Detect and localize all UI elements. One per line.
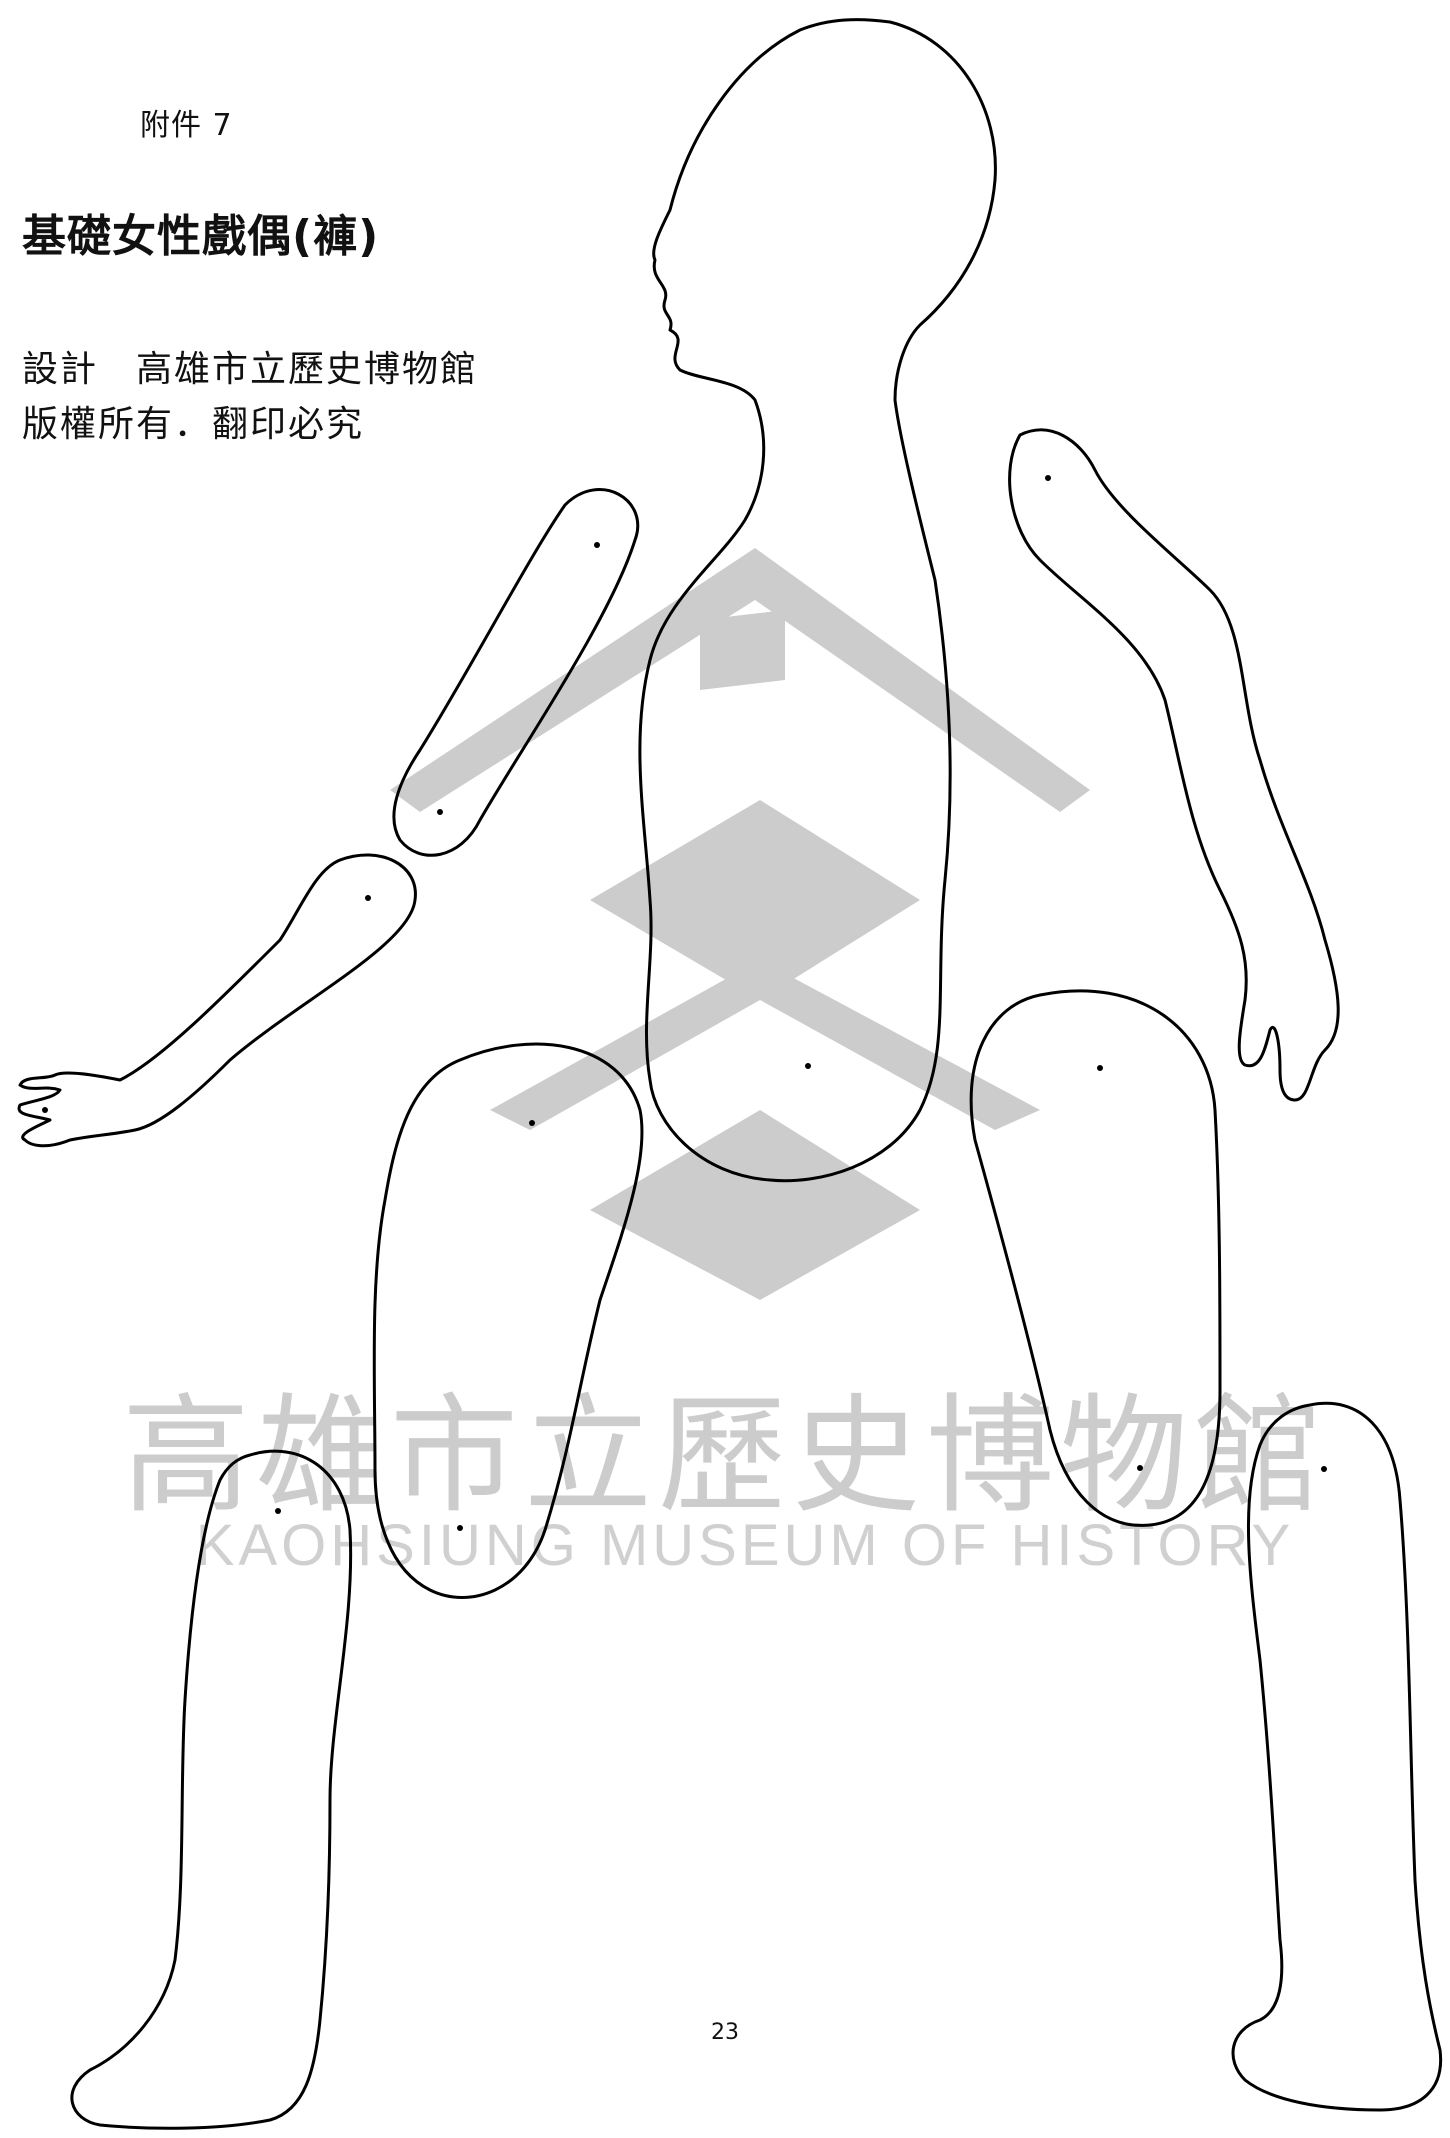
left-shin-piece [70, 1449, 353, 2130]
page-number: 23 [711, 2020, 739, 2045]
watermark-name-en: KAOHSIUNG MUSEUM OF HISTORY [196, 1513, 1294, 1578]
left-forearm-piece [17, 853, 417, 1148]
left-upper-arm-piece [392, 488, 640, 857]
copyright-notice: 版權所有．翻印必究 [22, 404, 365, 445]
watermark-name-cn: 高雄市立歷史博物館 [122, 1382, 1328, 1531]
left-thigh-piece [372, 1042, 644, 1599]
museum-watermark-logo [390, 548, 1090, 1300]
design-credit: 設計 高雄市立歷史博物館 [22, 349, 479, 390]
joint-pivot-dots [42, 475, 1327, 1531]
head-torso-piece [638, 18, 997, 1183]
right-arm-piece [1008, 428, 1340, 1102]
attachment-label: 附件 7 [140, 108, 233, 143]
right-shin-piece [1231, 1401, 1443, 2112]
page-title: 基礎女性戲偶(褲) [22, 211, 380, 262]
right-thigh-piece [969, 989, 1222, 1527]
